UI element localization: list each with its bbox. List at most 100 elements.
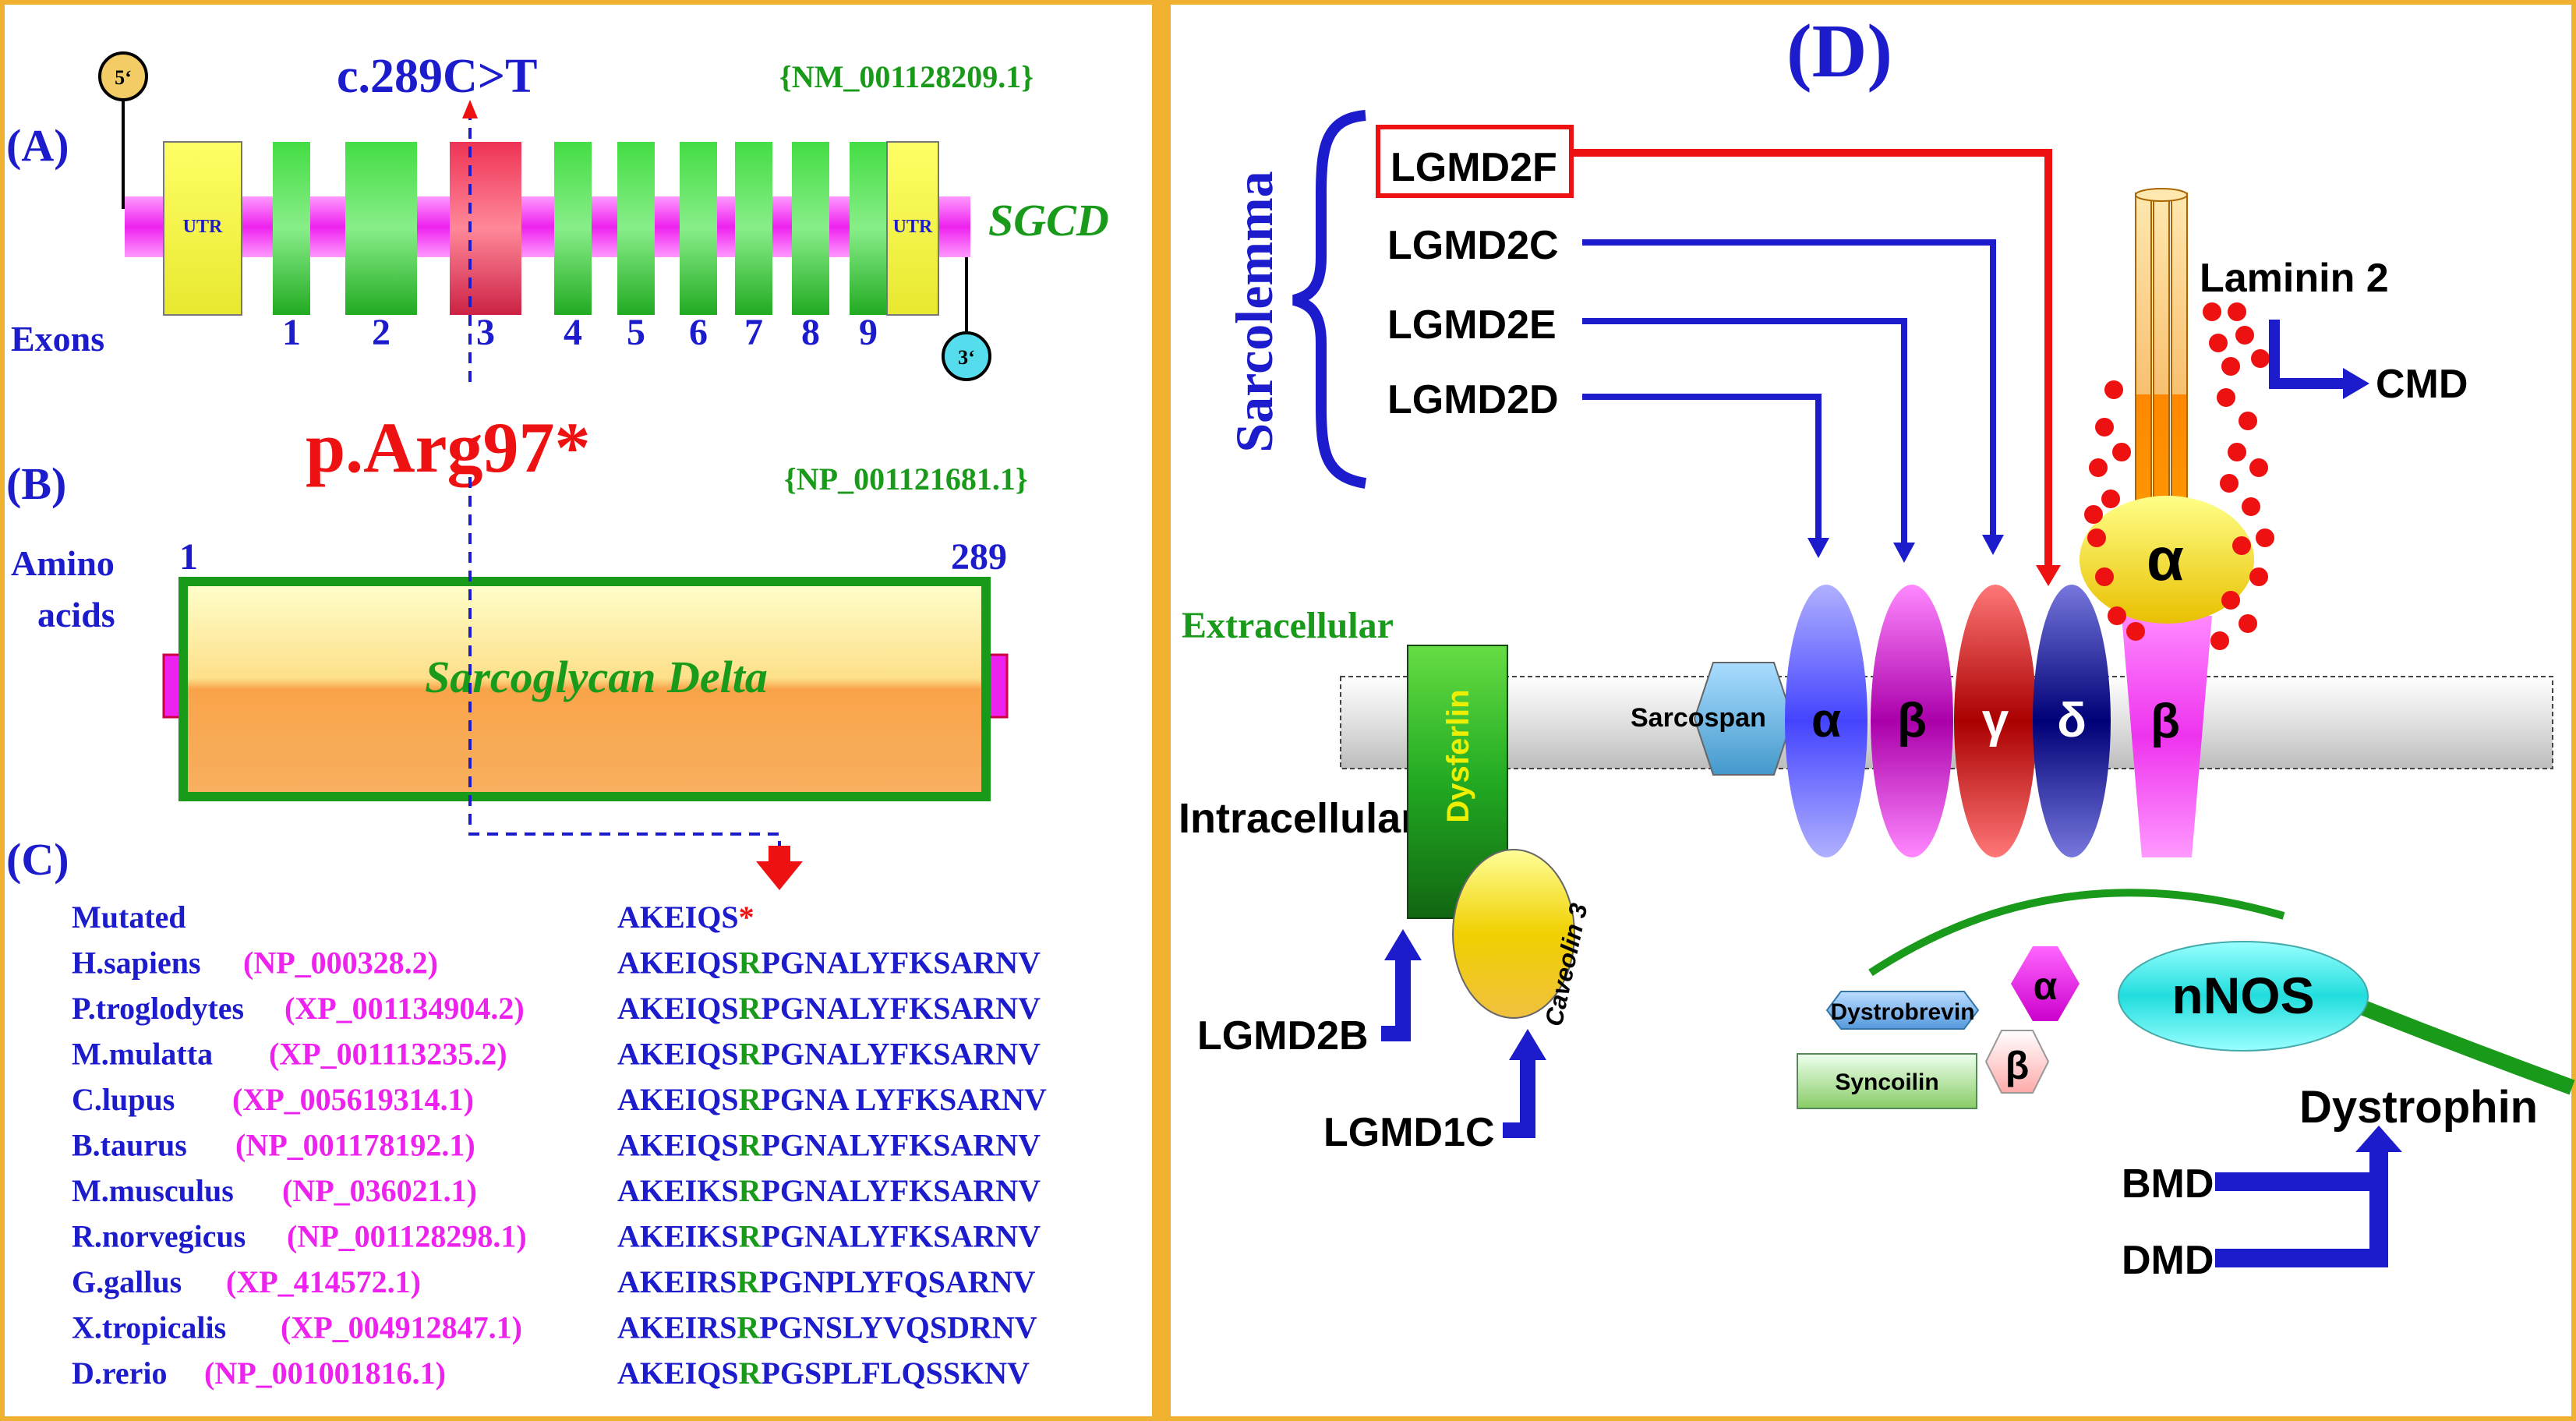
glycan-dot <box>2220 474 2239 493</box>
dysferlin-caveolin-arrows <box>1381 929 1546 1138</box>
glycan-dot <box>2217 388 2235 407</box>
exon-6 <box>680 142 717 315</box>
glycan-dot <box>2126 622 2145 641</box>
beta-sarcoglycan-label: β <box>1897 694 1927 748</box>
species-name: P.troglodytes <box>72 991 244 1026</box>
dystrophin-tail <box>2335 990 2575 1095</box>
three-prime-label: 3‘ <box>958 346 975 369</box>
glycosylation-dots <box>2084 302 2274 650</box>
sequence-post: PGNALYFKSARNV <box>761 1128 1041 1163</box>
lgmd1c-label: LGMD1C <box>1323 1110 1495 1155</box>
panel-divider <box>1152 0 1171 1421</box>
sequence-pre: AKEIQS <box>617 946 739 981</box>
exon-number-9: 9 <box>859 312 878 353</box>
panel-d-label: (D) <box>1786 9 1892 94</box>
sequence-mid: R <box>739 1219 762 1254</box>
glycan-dot <box>2249 458 2268 477</box>
sarcolemma-label: Sarcolemma <box>1224 171 1284 452</box>
gamma-sarcoglycan-label: γ <box>1982 694 2009 748</box>
delta-sarcoglycan-label: δ <box>2057 694 2087 748</box>
five-prime-marker: 5‘ <box>98 51 148 209</box>
glycan-dot <box>2087 528 2106 547</box>
species-name: R.norvegicus <box>72 1219 246 1254</box>
sequence: AKEIQS* <box>617 900 754 935</box>
dystrophin-label: Dystrophin <box>2299 1082 2538 1133</box>
sequence-post: PGNSLYVQSDRNV <box>759 1310 1037 1345</box>
extracellular-label: Extracellular <box>1182 605 1394 646</box>
sequence-mid: R <box>739 1128 762 1163</box>
species-name: X.tropicalis <box>72 1310 226 1345</box>
sequence-mid: R <box>739 1356 762 1391</box>
dystrobrevin-label: Dystrobrevin <box>1830 999 1974 1025</box>
amino-acids-label-line1: Amino <box>11 543 115 583</box>
protein-change: p.Arg97* <box>306 408 590 487</box>
accession-id: (NP_000328.2) <box>243 946 438 981</box>
nnos-label: nNOS <box>2171 967 2314 1024</box>
exon-number-1: 1 <box>282 312 301 353</box>
syncoilin-protein <box>1797 1053 1977 1109</box>
alpha-sarcoglycan-label: α <box>1811 694 1841 748</box>
lgmd2f-highlight-box <box>1376 125 1574 198</box>
exon-3 <box>450 142 521 315</box>
five-prime-label: 5‘ <box>115 66 132 89</box>
glycan-dot <box>2249 567 2268 586</box>
transcript-refseq: {NM_001128209.1} <box>779 59 1034 94</box>
alpha-syntrophin <box>2011 946 2080 1021</box>
accession-id: (NP_036021.1) <box>282 1173 477 1208</box>
sequence-post: PGNALYFKSARNV <box>761 1173 1041 1208</box>
syncoilin-label: Syncoilin <box>1835 1069 1938 1095</box>
sequence-pre: AKEIQS <box>617 900 739 935</box>
intracellular-label: Intracellular <box>1178 795 1417 842</box>
glycan-dot <box>2209 334 2228 352</box>
accession-id: (NP_001178192.1) <box>235 1128 475 1163</box>
beta-dystroglycan <box>2122 616 2212 857</box>
glycan-dot <box>2089 458 2108 477</box>
glycan-dot <box>2228 302 2246 321</box>
exon-number-4: 4 <box>564 312 582 353</box>
sequence: AKEIQSRPGNALYFKSARNV <box>617 991 1041 1026</box>
lgmd-arrows <box>1573 149 2061 586</box>
accession-id: (XP_414572.1) <box>226 1264 421 1299</box>
lgmd2b-label: LGMD2B <box>1197 1013 1369 1059</box>
glycan-dot <box>2242 497 2260 516</box>
laminin-2 <box>2135 188 2188 529</box>
glycan-dot <box>2251 349 2270 368</box>
accession-id: (XP_004912847.1) <box>281 1310 522 1345</box>
cmd-arrow <box>2269 320 2369 399</box>
exon-number-5: 5 <box>627 312 645 353</box>
sequence-pre: AKEIQS <box>617 991 739 1026</box>
alpha-syntrophin-label: α <box>2034 964 2058 1008</box>
sequence: AKEIKSRPGNALYFKSARNV <box>617 1173 1041 1208</box>
protein-name: Sarcoglycan Delta <box>425 652 768 702</box>
sequence: AKEIQSRPGNA LYFKSARNV <box>617 1082 1047 1117</box>
species-name: Mutated <box>72 900 186 935</box>
sequence-pre: AKEIKS <box>617 1173 739 1208</box>
mutation-label: c.289C>T <box>337 50 537 103</box>
sequence-mid: R <box>737 1264 760 1299</box>
protein-domain <box>178 577 991 801</box>
sequence-pre: AKEIQS <box>617 1082 739 1117</box>
protein-refseq: {NP_001121681.1} <box>784 461 1028 497</box>
sequence: AKEIQSRPGNALYFKSARNV <box>617 1128 1041 1163</box>
sequence-post: PGNALYFKSARNV <box>761 1219 1041 1254</box>
glycan-dot <box>2095 418 2114 437</box>
alpha-sarcoglycan <box>1785 585 1868 857</box>
sequence-pre: AKEIRS <box>617 1264 737 1299</box>
sequence-post: PGNALYFKSARNV <box>761 946 1041 981</box>
utr-right-label: UTR <box>893 217 933 237</box>
delta-sarcoglycan <box>2033 585 2111 857</box>
sequence-post: PGSPLFLQSSKNV <box>761 1356 1030 1391</box>
panel-b-label: (B) <box>6 458 66 509</box>
sarcospan-protein <box>1693 662 1794 776</box>
exon-9 <box>850 142 887 315</box>
sequence-pre: AKEIRS <box>617 1310 737 1345</box>
accession-id: (XP_005619314.1) <box>232 1082 474 1117</box>
dystrophin-arrows <box>2215 1126 2402 1267</box>
utr-left <box>163 141 242 316</box>
glycan-dot <box>2101 490 2120 508</box>
sequence-mid: R <box>739 946 762 981</box>
sequence: AKEIQSRPGNALYFKSARNV <box>617 946 1041 981</box>
gene-backbone <box>125 196 970 257</box>
exon-number-8: 8 <box>801 312 820 353</box>
